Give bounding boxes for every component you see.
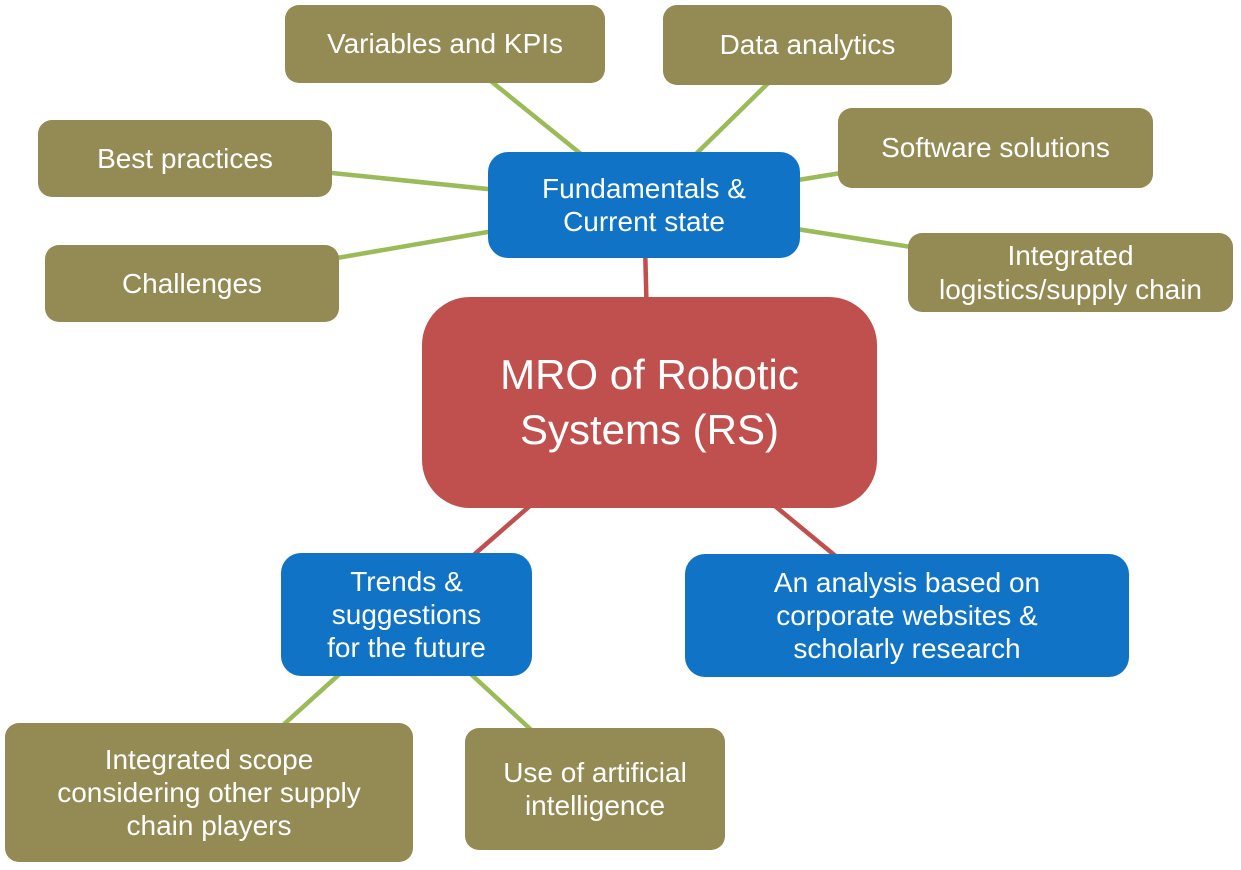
node-software-solutions: Software solutions xyxy=(838,108,1153,188)
node-integrated-scope-supply-chain-players: Integrated scope considering other suppl… xyxy=(5,723,413,862)
node-analysis-corporate-scholarly: An analysis based on corporate websites … xyxy=(685,554,1129,677)
node-variables-and-kpis: Variables and KPIs xyxy=(285,5,605,83)
node-fundamentals-current-state: Fundamentals & Current state xyxy=(488,152,800,258)
node-integrated-logistics-supply-chain: Integrated logistics/supply chain xyxy=(908,233,1233,312)
node-data-analytics: Data analytics xyxy=(663,5,952,85)
node-challenges: Challenges xyxy=(45,245,339,322)
node-best-practices: Best practices xyxy=(38,120,332,197)
node-use-of-artificial-intelligence: Use of artificial intelligence xyxy=(465,728,725,850)
node-trends-suggestions-future: Trends & suggestions for the future xyxy=(281,553,532,676)
node-mro-of-robotic-systems: MRO of Robotic Systems (RS) xyxy=(422,297,877,508)
